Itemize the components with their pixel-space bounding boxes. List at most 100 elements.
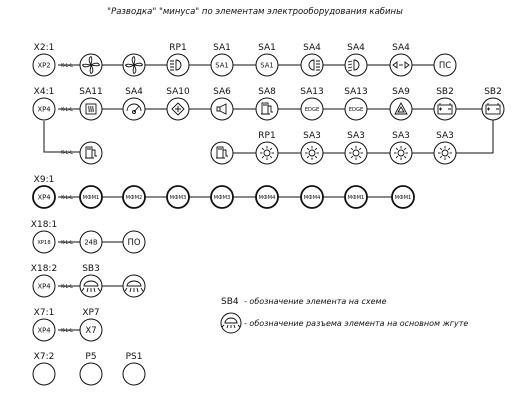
connector-text: МФМ1 [83, 195, 100, 201]
connector-circle [122, 230, 146, 254]
connector-circle [255, 53, 279, 77]
connector-text: МФМ4 [259, 195, 276, 201]
connector-circle [32, 318, 56, 342]
connector-circle [79, 230, 103, 254]
connector-text: МФМ3 [170, 195, 187, 201]
label-sb2: SB2 [436, 87, 454, 97]
connector-circle [481, 97, 505, 121]
label-sa9: SA9 [392, 87, 410, 97]
label-sa13: SA13 [300, 87, 324, 97]
label-x4-1: X4:1 [34, 87, 55, 97]
battery-icon [437, 103, 453, 115]
label-sa4: SA4 [125, 87, 143, 97]
wire-tag: K-L-L [61, 107, 73, 113]
connector-text: EDGE [349, 107, 364, 113]
connector-circle [122, 362, 146, 386]
connector-circle [166, 185, 190, 209]
connector-circle [210, 97, 234, 121]
diagram-row: X7:2 P5 PS1 [32, 352, 146, 386]
wire-tag: K-L-L [61, 284, 73, 290]
connector-text: XP4 [37, 282, 50, 290]
diamond-icon [171, 102, 185, 116]
label-sb2: SB2 [484, 87, 502, 97]
connector-text: SA1 [215, 61, 228, 69]
label-sa3: SA3 [303, 131, 321, 141]
connector-circle [210, 141, 234, 165]
label-sa3: SA3 [347, 131, 365, 141]
connector-circle [344, 97, 368, 121]
sun-icon [305, 146, 319, 160]
connector-text: МФМ4 [304, 195, 321, 201]
connector-text: ПО [127, 238, 140, 248]
connector-circle [210, 185, 234, 209]
label-sa3: SA3 [436, 131, 454, 141]
dome-lamp-icon [221, 317, 241, 329]
label-rp1: RP1 [258, 131, 275, 141]
turn-signal-icon [392, 61, 410, 69]
label-sa4: SA4 [303, 43, 321, 53]
connector-text: МФМ1 [395, 195, 412, 201]
sun-icon [438, 146, 452, 160]
connector-circle [255, 185, 279, 209]
label-sb3: SB3 [82, 264, 100, 274]
label-sa8: SA8 [258, 87, 276, 97]
connector-circle [32, 274, 56, 298]
legend: SB4 - обозначение элемента на схеме - об… [220, 297, 468, 334]
legend-code: SB4 [221, 297, 239, 307]
wire-tag: K-L-L [61, 328, 73, 334]
connector-circle [300, 97, 324, 121]
label-sa4: SA4 [347, 43, 365, 53]
connector-circle [255, 141, 279, 165]
connector-text: МФМ3 [214, 195, 231, 201]
connector-circle [389, 141, 413, 165]
label-x7-1: X7:1 [34, 308, 55, 318]
connector-circle [433, 97, 457, 121]
connector-circle [300, 141, 324, 165]
fuel-pump-icon [261, 102, 273, 115]
label-x7-2: X7:2 [34, 352, 55, 362]
connector-circle [433, 141, 457, 165]
wire-tag: K-L-L [61, 150, 73, 156]
fuel-pump-icon [216, 146, 228, 159]
fan-icon [81, 55, 101, 75]
connector-circle [32, 362, 56, 386]
connector-circle [433, 53, 457, 77]
connector-circle [122, 97, 146, 121]
wire-tag: K-L-L [61, 63, 73, 69]
connector-text: МФМ1 [348, 195, 365, 201]
label-sa11: SA11 [79, 87, 103, 97]
connector-circle [79, 141, 103, 165]
low-beam-icon [347, 59, 360, 72]
label-ps1: PS1 [126, 352, 143, 362]
fuel-pump-icon [85, 146, 97, 159]
wire-tag: K-L-L [61, 195, 73, 201]
window-heat-icon [85, 103, 97, 115]
wiper-icon [126, 103, 142, 114]
connector-text: XP18 [37, 240, 50, 246]
label-p5: P5 [85, 352, 96, 362]
high-beam-icon [308, 59, 320, 71]
legend-text-element: - обозначение элемента на схеме [244, 297, 387, 306]
label-x2-1: X2:1 [34, 43, 55, 53]
label-rp1: RP1 [169, 43, 186, 53]
connector-text: 24В [84, 238, 98, 246]
connector-text: XP4 [37, 193, 50, 201]
label-x18-2: X18:2 [31, 264, 57, 274]
label-xp7: XP7 [82, 308, 99, 318]
connector-circle [344, 185, 368, 209]
fan-icon [124, 55, 144, 75]
connector-circle [344, 141, 368, 165]
connector-circle [32, 53, 56, 77]
connector-text: МФМ2 [126, 195, 143, 201]
connector-circle [32, 230, 56, 254]
connector-circle [255, 97, 279, 121]
connector-circle [391, 185, 415, 209]
sun-icon [394, 146, 408, 160]
connector-circle [166, 53, 190, 77]
connector-text: XP4 [37, 105, 50, 113]
